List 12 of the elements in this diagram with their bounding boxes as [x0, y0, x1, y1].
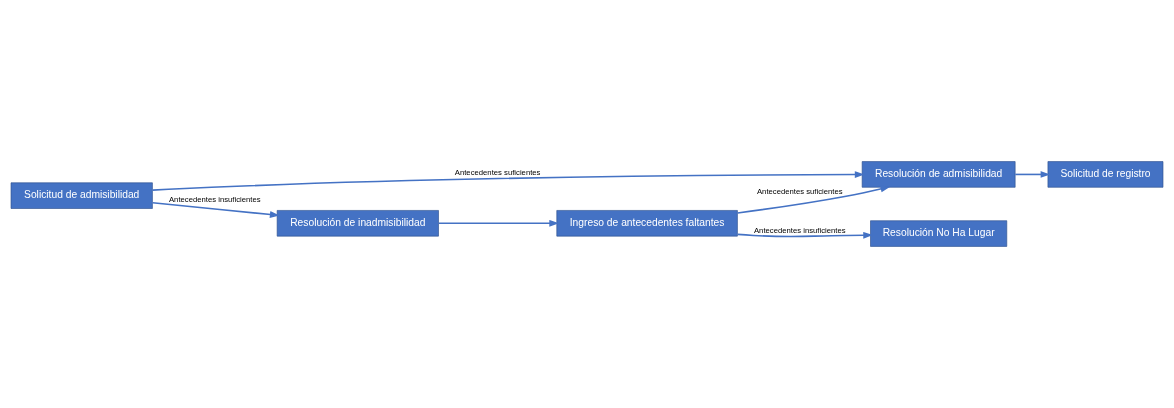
node-box: Solicitud de admisibilidad — [10, 182, 153, 209]
node-box: Ingreso de antecedentes faltantes — [556, 210, 738, 237]
arrow — [736, 231, 873, 239]
arrow — [736, 185, 891, 214]
arrow — [437, 219, 559, 227]
arrow — [151, 201, 280, 218]
node-box: Resolución de admisibilidad — [861, 161, 1016, 188]
arrow — [1014, 171, 1051, 178]
node-box: Resolución No Ha Lugar — [870, 220, 1008, 247]
node-box: Solicitud de registro — [1047, 161, 1164, 188]
arrow — [151, 171, 865, 191]
node-box: Resolución de inadmisibilidad — [276, 210, 439, 237]
